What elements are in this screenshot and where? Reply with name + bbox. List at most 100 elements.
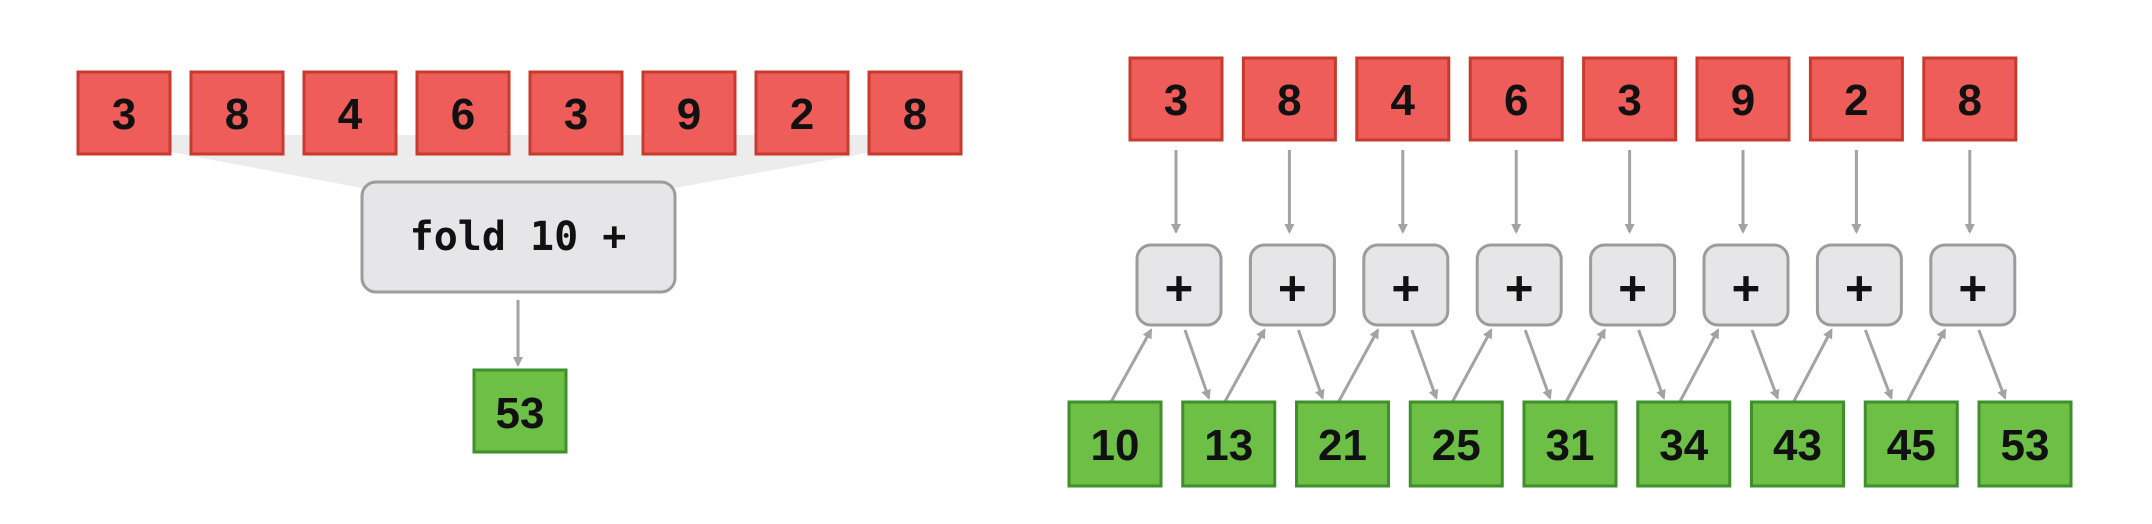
scan-output-box-rect bbox=[1295, 400, 1390, 488]
scan-operator-box: + bbox=[1815, 243, 1903, 327]
scan-output-box: 21 bbox=[1295, 400, 1390, 488]
scan-operator-rect bbox=[1815, 243, 1903, 327]
scan-accumulator-arrows bbox=[1109, 328, 2007, 403]
fold-input-box-rect bbox=[76, 70, 172, 156]
accumulator-in-arrow bbox=[1678, 328, 1720, 403]
scan-output-box: 13 bbox=[1181, 400, 1277, 488]
scan-operator-box: + bbox=[1589, 243, 1677, 327]
scan-output-box-value: 25 bbox=[1432, 421, 1481, 470]
fold-input-box-rect bbox=[641, 70, 737, 156]
accumulator-in-arrow bbox=[1223, 328, 1266, 403]
fold-input-box-value: 8 bbox=[225, 90, 249, 139]
scan-input-box-rect bbox=[1808, 56, 1904, 142]
scan-output-box: 34 bbox=[1636, 400, 1732, 488]
scan-operator-rect bbox=[1929, 243, 2017, 327]
fold-input-box-rect bbox=[415, 70, 511, 156]
scan-output-box-rect bbox=[1977, 400, 2073, 488]
scan-operator-box: + bbox=[1135, 243, 1223, 327]
accumulator-in-arrow bbox=[1109, 328, 1153, 403]
fold-input-box-value: 2 bbox=[790, 90, 814, 139]
scan-output-box-value: 21 bbox=[1318, 421, 1367, 470]
accumulator-in-arrow bbox=[1450, 328, 1493, 403]
fold-input-box-rect bbox=[528, 70, 624, 156]
scan-input-box-value: 8 bbox=[1958, 76, 1982, 125]
scan-output-box-rect bbox=[1750, 400, 1845, 488]
scan-operator-box: + bbox=[1248, 243, 1336, 327]
scan-output-box: 45 bbox=[1863, 400, 1959, 488]
scan-output-box: 25 bbox=[1408, 400, 1504, 488]
scan-operator-rect bbox=[1248, 243, 1336, 327]
plus-operator: + bbox=[1619, 260, 1647, 314]
scan-output-box-rect bbox=[1408, 400, 1504, 488]
scan-output-box-rect bbox=[1181, 400, 1277, 488]
fold-input-box-rect bbox=[867, 70, 963, 156]
fold-input-box-rect bbox=[302, 70, 398, 156]
fold-input-box: 6 bbox=[415, 70, 511, 156]
plus-operator: + bbox=[1732, 260, 1760, 314]
scan-operator-box: + bbox=[1702, 243, 1790, 327]
scan-input-box-rect bbox=[1355, 56, 1451, 142]
accumulator-out-arrow bbox=[1863, 329, 1894, 400]
scan-operator-box: + bbox=[1475, 243, 1563, 327]
fold-result-box: 53 bbox=[472, 368, 568, 454]
scan-output-box: 43 bbox=[1750, 400, 1845, 488]
plus-operator: + bbox=[1392, 260, 1420, 314]
plus-operator: + bbox=[1959, 260, 1987, 314]
scan-input-box: 2 bbox=[1808, 56, 1904, 142]
scan-input-box-rect bbox=[1468, 56, 1564, 142]
scan-input-arrows bbox=[1171, 150, 1975, 234]
plus-operator: + bbox=[1846, 260, 1874, 314]
accumulator-out-arrow bbox=[1750, 329, 1780, 400]
fold-input-box-rect bbox=[189, 70, 285, 156]
scan-operator-rect bbox=[1475, 243, 1563, 327]
scan-input-box-value: 8 bbox=[1277, 76, 1301, 125]
fold-result-value: 53 bbox=[496, 389, 545, 438]
scan-output-box-value: 43 bbox=[1773, 421, 1822, 470]
scan-input-box: 8 bbox=[1922, 56, 2018, 142]
fold-input-box-rect bbox=[754, 70, 850, 156]
accumulator-out-arrow bbox=[1183, 329, 1211, 400]
fold-input-box: 8 bbox=[867, 70, 963, 156]
accumulator-out-arrow bbox=[1977, 329, 2007, 400]
fold-funnel bbox=[80, 135, 965, 188]
accumulator-in-arrow bbox=[1905, 328, 1947, 403]
scan-input-box-value: 3 bbox=[1617, 76, 1641, 125]
scan-input-box: 9 bbox=[1695, 56, 1791, 142]
accumulator-in-arrow bbox=[1564, 328, 1606, 403]
scan-output-box-value: 10 bbox=[1091, 421, 1140, 470]
fold-input-box: 8 bbox=[189, 70, 285, 156]
fold-input-box: 3 bbox=[76, 70, 172, 156]
scan-input-box-value: 9 bbox=[1731, 76, 1755, 125]
scan-output-box-rect bbox=[1863, 400, 1959, 488]
scan-output-box-rect bbox=[1636, 400, 1732, 488]
scan-input-box-rect bbox=[1922, 56, 2018, 142]
scan-input-box-rect bbox=[1695, 56, 1791, 142]
accumulator-in-arrow bbox=[1337, 328, 1380, 403]
scan-input-box-value: 4 bbox=[1391, 76, 1416, 125]
fold-input-box-value: 3 bbox=[564, 90, 588, 139]
scan-operator-rect bbox=[1362, 243, 1450, 327]
scan-operator-rect bbox=[1589, 243, 1677, 327]
scan-operator-box: + bbox=[1362, 243, 1450, 327]
scan-input-box-value: 3 bbox=[1164, 76, 1188, 125]
accumulator-out-arrow bbox=[1410, 329, 1439, 400]
fold-input-box: 9 bbox=[641, 70, 737, 156]
fold-input-box: 4 bbox=[302, 70, 398, 156]
scan-output-box: 31 bbox=[1522, 400, 1618, 488]
scan-output-box-value: 31 bbox=[1546, 421, 1595, 470]
scan-input-box: 8 bbox=[1241, 56, 1337, 142]
scan-operator-row: + + + + + + + + bbox=[1135, 243, 2017, 327]
scan-input-box: 3 bbox=[1128, 56, 1224, 142]
scan-output-box-value: 13 bbox=[1204, 421, 1253, 470]
accumulator-out-arrow bbox=[1523, 329, 1552, 400]
scan-input-box: 3 bbox=[1582, 56, 1678, 142]
scan-output-box-value: 45 bbox=[1887, 421, 1936, 470]
scan-operator-box: + bbox=[1929, 243, 2017, 327]
scan-output-box: 10 bbox=[1067, 400, 1163, 488]
scan-output-box-value: 34 bbox=[1659, 421, 1708, 470]
plus-operator: + bbox=[1279, 260, 1307, 314]
fold-input-box: 2 bbox=[754, 70, 850, 156]
